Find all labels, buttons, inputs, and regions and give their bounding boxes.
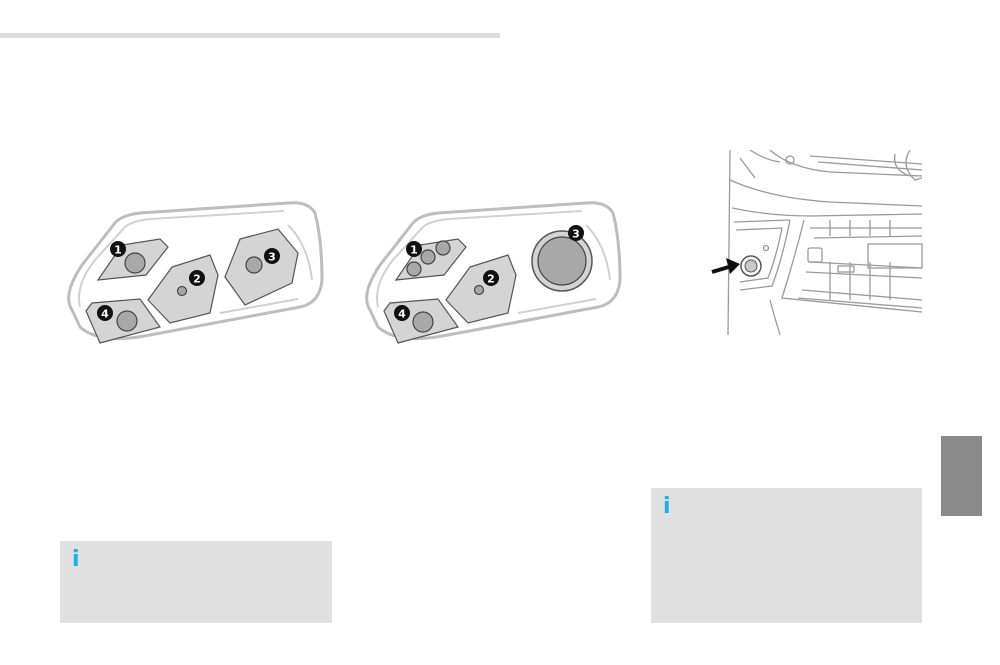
callout-3-badge: 3	[264, 248, 280, 264]
callout-4-badge: 4	[97, 305, 113, 321]
info-icon: i	[72, 547, 80, 572]
headlamp-halogen-figure: 1 2 3 4	[67, 201, 324, 344]
fog-lamp-figure	[711, 150, 923, 335]
callout-1-badge: 1	[110, 241, 126, 257]
info-icon: i	[663, 494, 671, 519]
svg-text:2: 2	[193, 273, 201, 286]
chapter-tab[interactable]	[941, 436, 982, 516]
svg-text:3: 3	[572, 228, 580, 241]
callout-3-badge: 3	[568, 225, 584, 241]
svg-text:3: 3	[268, 251, 276, 264]
headlamp-xenon-figure: 1 2 3 4	[365, 201, 622, 344]
callout-2-badge: 2	[483, 270, 499, 286]
callout-4-badge: 4	[394, 305, 410, 321]
svg-text:4: 4	[398, 308, 406, 321]
svg-text:4: 4	[101, 308, 109, 321]
pointer-arrow	[711, 258, 740, 274]
svg-text:1: 1	[410, 244, 418, 257]
svg-text:1: 1	[114, 244, 122, 257]
callout-1-badge: 1	[406, 241, 422, 257]
info-note-right: i	[651, 488, 922, 623]
svg-text:2: 2	[487, 273, 495, 286]
info-note-left: i	[60, 541, 332, 623]
callout-2-badge: 2	[189, 270, 205, 286]
header-rule	[0, 33, 500, 38]
